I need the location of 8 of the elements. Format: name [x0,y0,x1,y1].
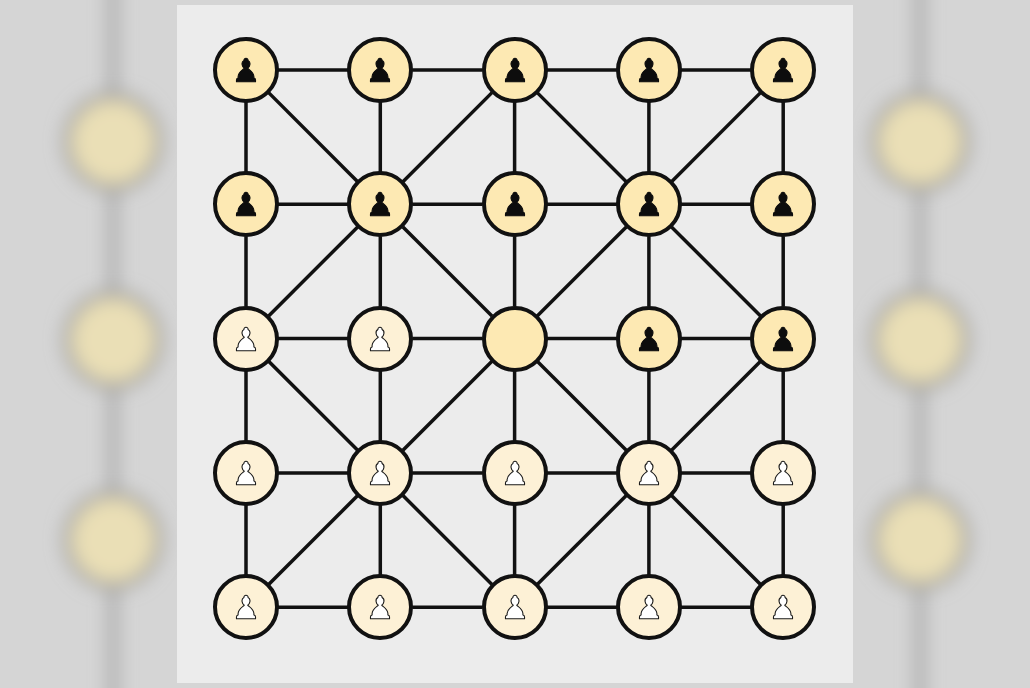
board-line [546,68,617,72]
board-line [278,605,349,609]
board-line [680,68,752,72]
board-line [546,605,617,609]
board-line [412,68,483,72]
board-line [412,605,483,609]
board-line [278,68,349,72]
board-line [680,605,752,609]
